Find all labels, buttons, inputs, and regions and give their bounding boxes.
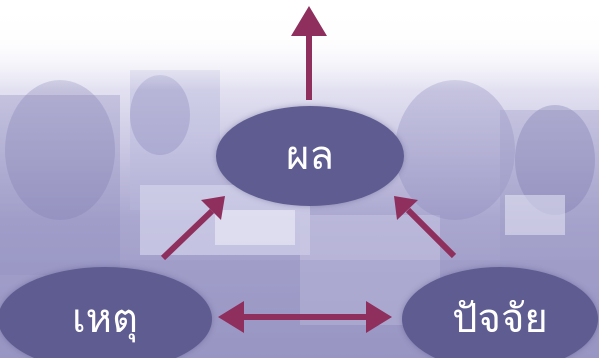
node-effect-label: ผล: [286, 133, 334, 179]
arrow-cause-factor-bidirectional: [218, 301, 392, 333]
node-factor-label: ปัจจัย: [452, 296, 548, 342]
arrow-effect-outward: [291, 6, 327, 100]
node-effect: ผล: [216, 106, 404, 206]
node-factor: ปัจจัย: [402, 267, 598, 358]
top-fade: [0, 0, 599, 90]
arrow-cause-to-effect: [160, 196, 225, 261]
node-cause: เหตุ: [0, 267, 212, 358]
node-cause-label: เหตุ: [71, 296, 138, 342]
arrow-factor-to-effect: [394, 196, 457, 259]
